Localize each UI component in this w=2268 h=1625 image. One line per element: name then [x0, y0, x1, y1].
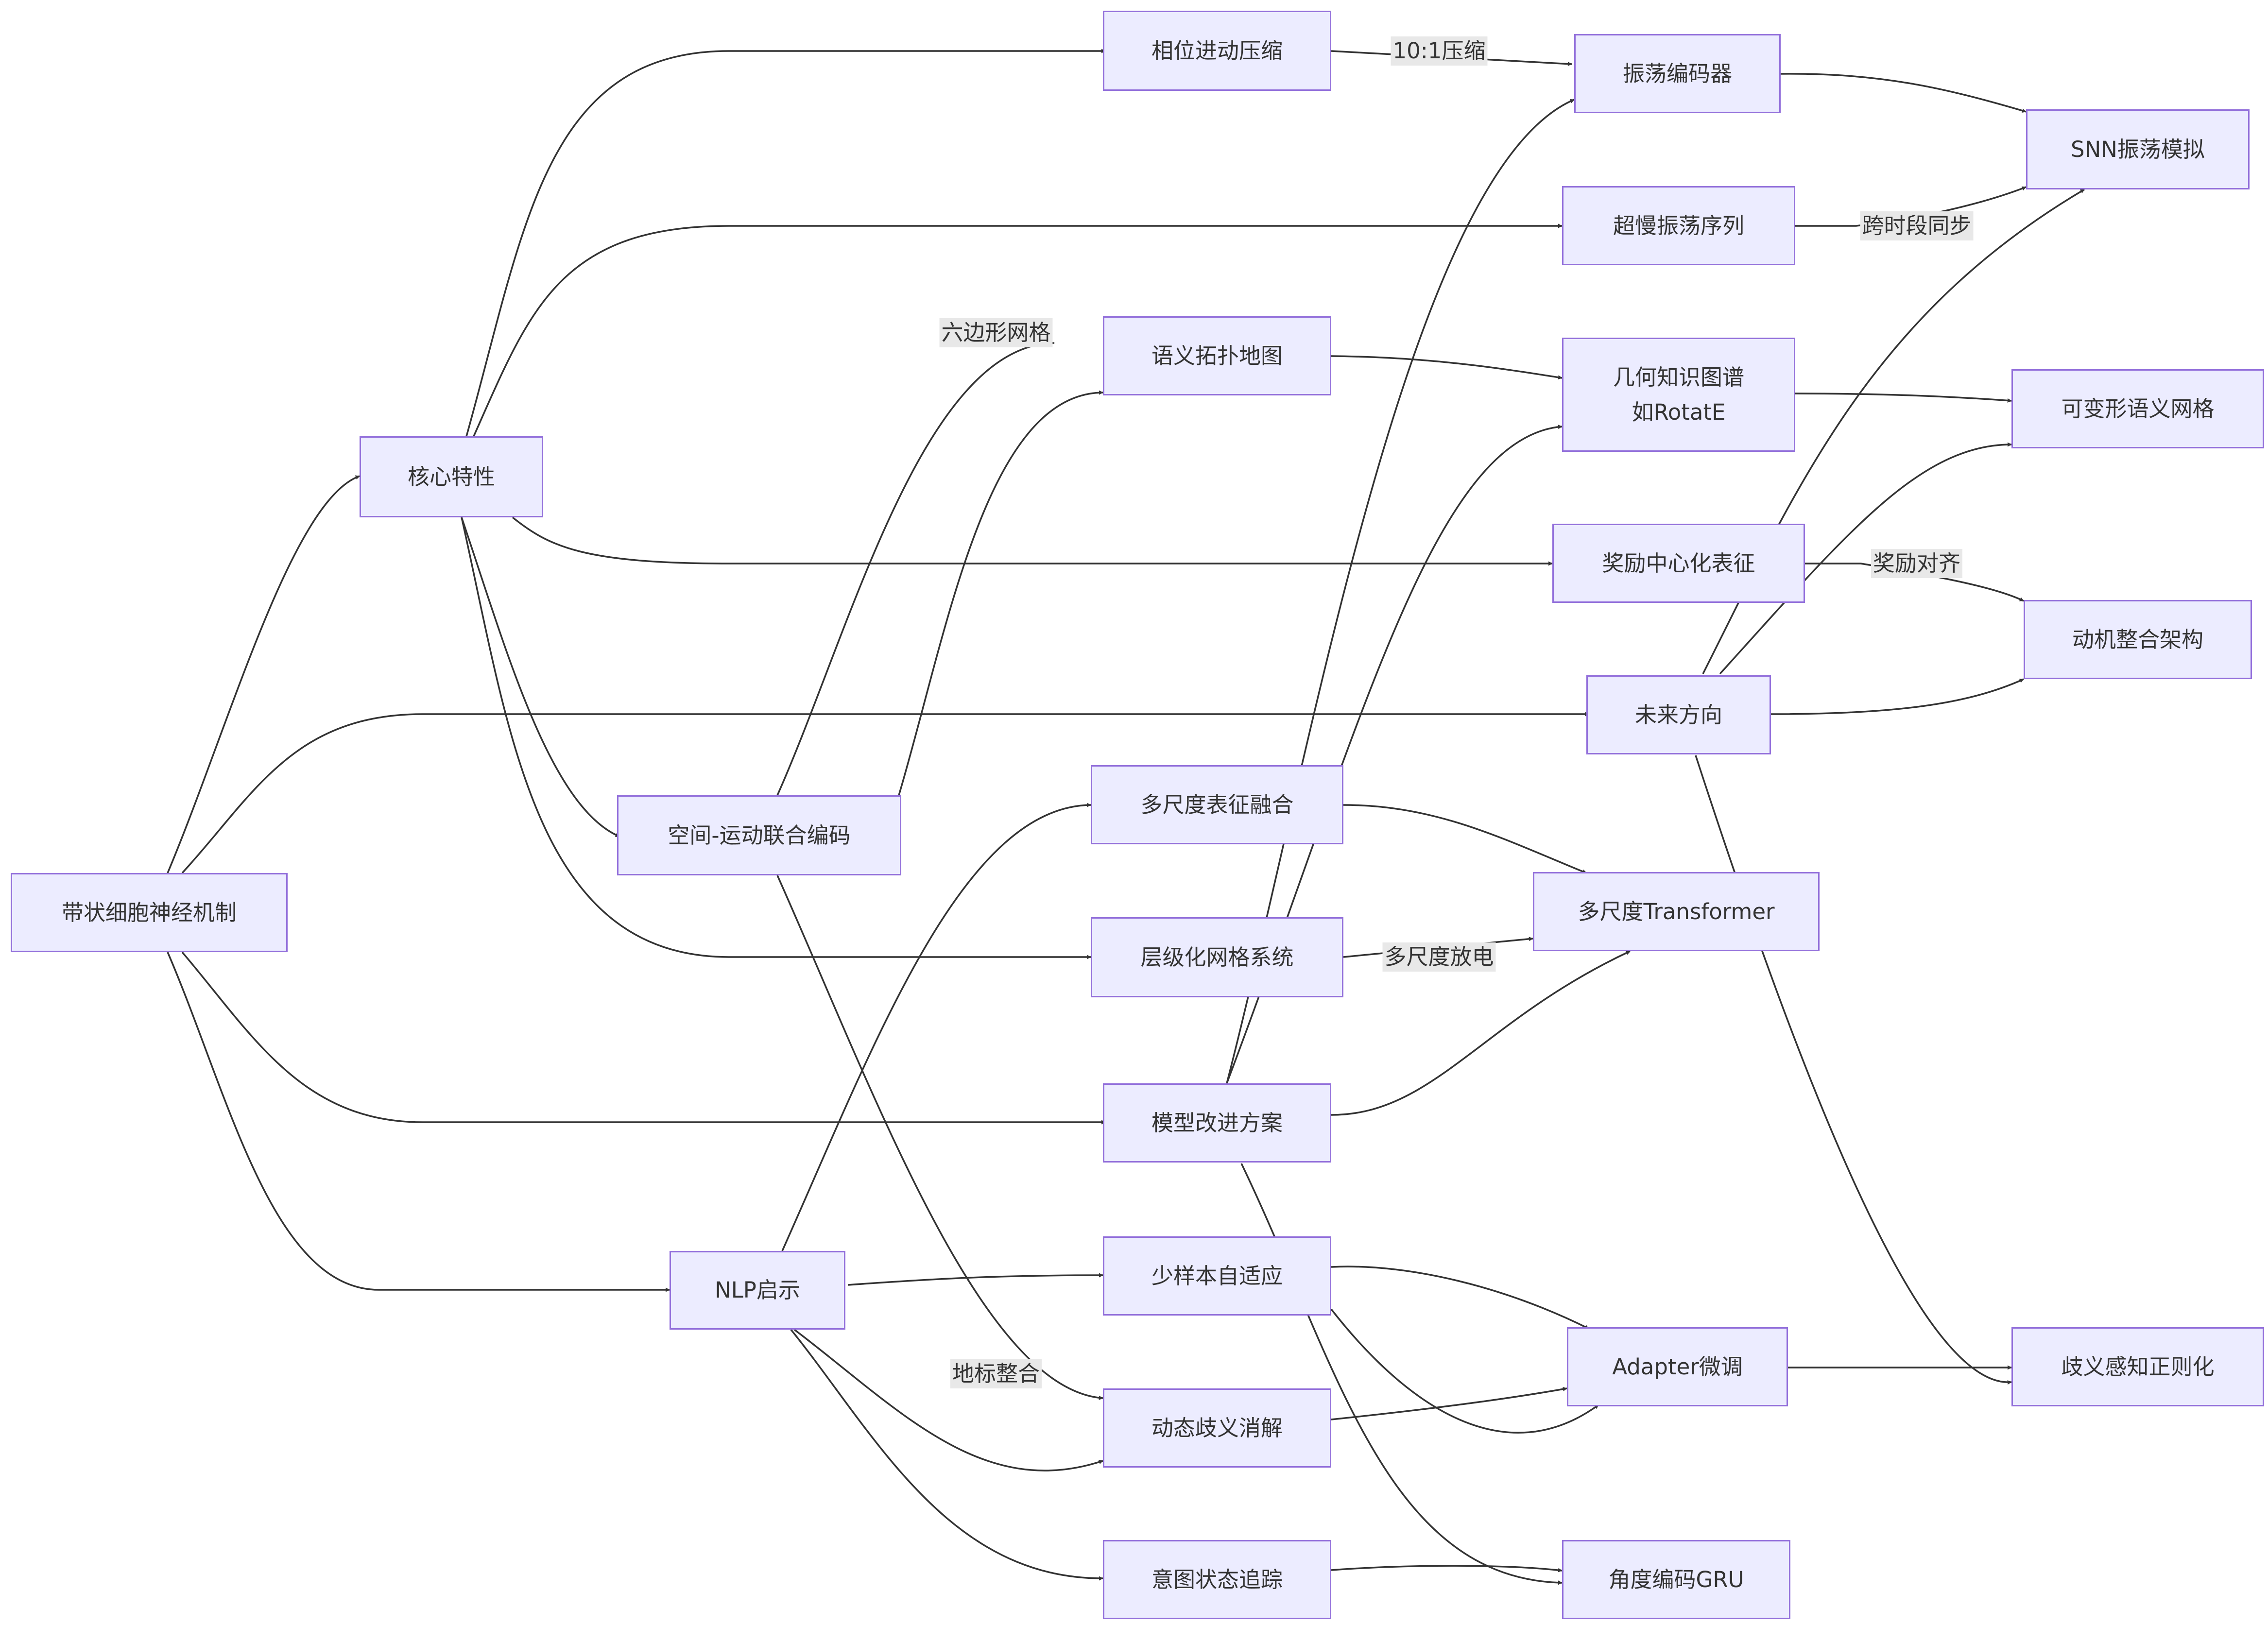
node-motivation-arch[interactable]: 动机整合架构 — [2024, 600, 2252, 679]
edge-a-i — [181, 951, 1106, 1125]
edge-q-w — [1770, 678, 2024, 715]
edge-i-t — [1240, 1163, 1563, 1585]
node-spatial-motor-coding[interactable]: 空间-运动联合编码 — [617, 795, 901, 875]
edge-i-m — [1226, 99, 1575, 1084]
node-semantic-topo-map[interactable]: 语义拓扑地图 — [1103, 316, 1331, 395]
edge-q-x — [1695, 755, 2012, 1385]
edge-j-s2 — [1330, 1308, 1599, 1434]
edge-a-q — [181, 712, 1589, 874]
node-intent-tracking[interactable]: 意图状态追踪 — [1103, 1540, 1331, 1619]
edge-j-s — [1331, 1266, 1589, 1330]
node-future-directions[interactable]: 未来方向 — [1586, 675, 1771, 754]
edge-b-p — [512, 516, 1553, 566]
node-dynamic-disambiguation[interactable]: 动态歧义消解 — [1103, 1388, 1331, 1468]
node-nlp-insights[interactable]: NLP启示 — [670, 1251, 845, 1330]
edge-d-j — [847, 1273, 1103, 1286]
edge-b-c — [461, 517, 620, 838]
edge-label-multiscale-fire: 多尺度放电 — [1382, 942, 1496, 972]
edge-a-d — [167, 952, 670, 1292]
node-zone-cell-mechanism[interactable]: 带状细胞神经机制 — [11, 873, 288, 952]
edge-label-sync: 跨时段同步 — [1860, 211, 1974, 240]
node-geometric-kg[interactable]: 几何知识图谱 如RotatE — [1562, 338, 1795, 452]
node-ultra-slow-oscillation[interactable]: 超慢振荡序列 — [1562, 186, 1795, 265]
edge-c-f2 — [898, 390, 1103, 796]
node-adapter-finetune[interactable]: Adapter微调 — [1567, 1327, 1788, 1406]
edge-q-v — [1719, 442, 2012, 675]
edge-k-s — [1331, 1386, 1567, 1420]
node-reward-centered[interactable]: 奖励中心化表征 — [1552, 524, 1805, 603]
node-model-improvement[interactable]: 模型改进方案 — [1103, 1083, 1331, 1163]
edge-l-t — [1331, 1565, 1563, 1573]
node-ambiguity-regularization[interactable]: 歧义感知正则化 — [2011, 1327, 2264, 1406]
node-oscillation-encoder[interactable]: 振荡编码器 — [1574, 34, 1781, 113]
edge-g-r — [1343, 804, 1587, 874]
edge-d-k — [793, 1329, 1103, 1471]
edge-label-landmark: 地标整合 — [950, 1359, 1042, 1388]
node-snn-oscillation[interactable]: SNN振荡模拟 — [2026, 109, 2250, 189]
edge-c-f — [776, 341, 1055, 796]
node-deformable-grid[interactable]: 可变形语义网格 — [2011, 369, 2264, 448]
edge-b-n — [473, 223, 1563, 437]
edge-i-r — [1331, 950, 1631, 1116]
node-core-features[interactable]: 核心特性 — [360, 436, 543, 517]
node-angle-gru[interactable]: 角度编码GRU — [1562, 1540, 1790, 1619]
edge-b-e — [465, 49, 1106, 437]
edge-b-h — [461, 517, 1091, 959]
edge-label-reward-align: 奖励对齐 — [1871, 549, 1963, 578]
node-multiscale-fusion[interactable]: 多尺度表征融合 — [1091, 765, 1343, 844]
edge-d-l — [790, 1329, 1103, 1581]
edge-label-compress: 10:1压缩 — [1391, 36, 1488, 66]
node-few-shot-adaptive[interactable]: 少样本自适应 — [1103, 1236, 1331, 1316]
node-multiscale-transformer[interactable]: 多尺度Transformer — [1533, 872, 1820, 951]
edge-m-u — [1780, 73, 2027, 113]
edge-label-hex-grid: 六边形网格 — [939, 318, 1053, 347]
node-phase-precession[interactable]: 相位进动压缩 — [1103, 11, 1331, 91]
edge-a-b — [167, 475, 360, 873]
edge-f-o — [1331, 355, 1563, 380]
edge-c-k — [776, 875, 1103, 1400]
edge-d-g — [781, 803, 1091, 1251]
node-hierarchical-grid[interactable]: 层级化网格系统 — [1091, 917, 1343, 997]
edge-o-v — [1795, 393, 2012, 403]
